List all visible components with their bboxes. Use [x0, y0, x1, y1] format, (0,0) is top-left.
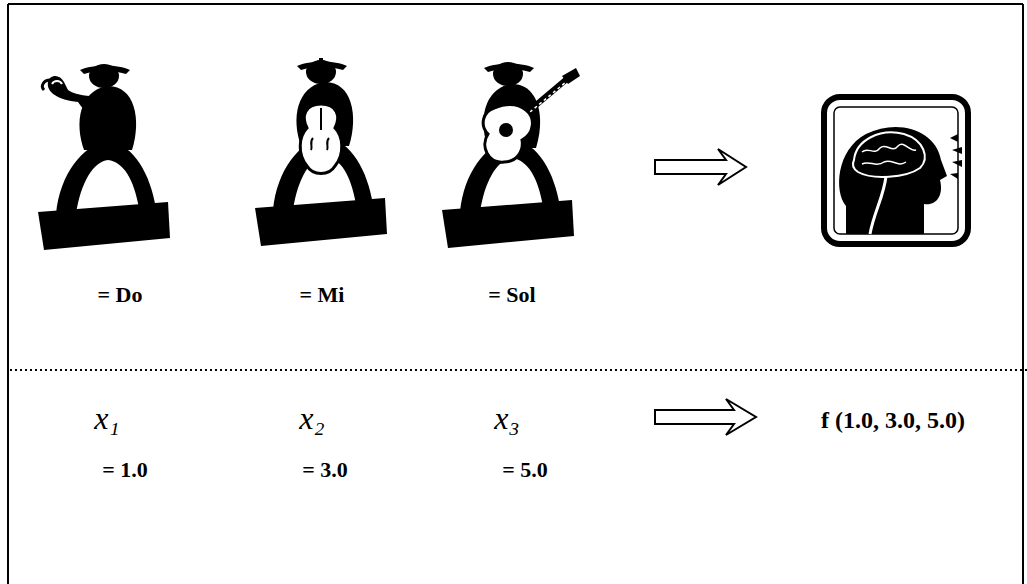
function-label: f (1.0, 3.0, 5.0): [821, 407, 965, 434]
frame-line: [8, 3, 1023, 5]
value-label: = 3.0: [302, 457, 348, 483]
frame-line: [1022, 4, 1024, 584]
saxophone-player: [38, 64, 170, 250]
separator-line: [10, 369, 1027, 371]
variable-label: x₃: [494, 400, 519, 437]
guitar-player: [442, 62, 580, 248]
note-label: = Mi: [300, 282, 345, 308]
hollow-arrow: [655, 399, 756, 435]
violin-player: [255, 58, 387, 246]
variable-label: x₂: [299, 400, 324, 437]
note-label: = Do: [98, 282, 143, 308]
hollow-arrow: [655, 149, 746, 185]
value-label: = 1.0: [102, 457, 148, 483]
variable-label: x₁: [94, 400, 119, 437]
value-label: = 5.0: [502, 457, 548, 483]
brain-icon: [824, 97, 968, 244]
note-label: = Sol: [488, 282, 535, 308]
frame-line: [7, 4, 9, 584]
